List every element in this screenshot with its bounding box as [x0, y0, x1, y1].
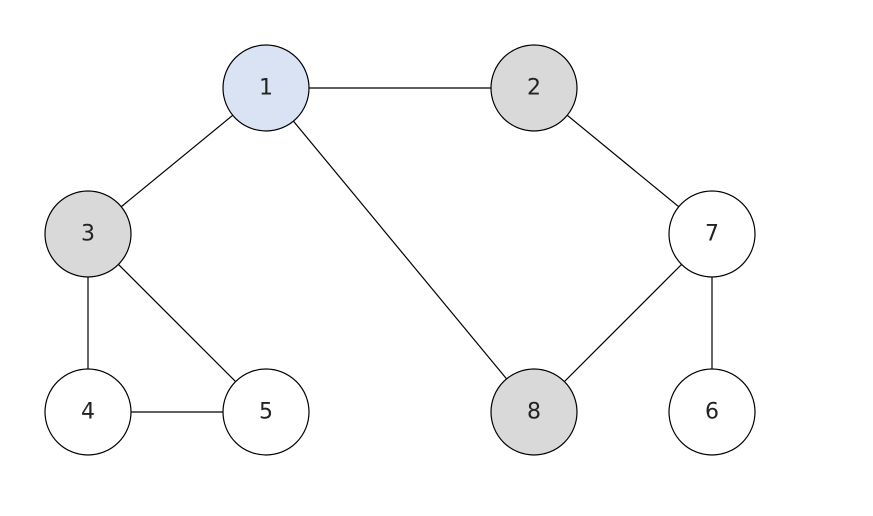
node-circle-4: [44, 368, 132, 456]
node-label-6: 6: [705, 400, 719, 425]
node-circle-2: [490, 44, 578, 132]
node-1: 1: [222, 44, 310, 132]
node-circle-5: [222, 368, 310, 456]
node-circle-6: [668, 368, 756, 456]
node-label-8: 8: [527, 400, 541, 425]
node-label-3: 3: [81, 222, 95, 247]
edges-layer: [87, 87, 713, 413]
node-5: 5: [222, 368, 310, 456]
node-circle-3: [44, 190, 132, 278]
node-circle-7: [668, 190, 756, 278]
node-label-1: 1: [259, 76, 273, 101]
node-2: 2: [490, 44, 578, 132]
node-4: 4: [44, 368, 132, 456]
node-7: 7: [668, 190, 756, 278]
edge-1-8: [265, 87, 535, 413]
node-8: 8: [490, 368, 578, 456]
node-circle-1: [222, 44, 310, 132]
node-label-4: 4: [81, 400, 95, 425]
node-3: 3: [44, 190, 132, 278]
nodes-layer: 1 2 3 4 5 6 7 8: [44, 44, 756, 456]
node-label-7: 7: [705, 222, 719, 247]
node-label-5: 5: [259, 400, 273, 425]
node-6: 6: [668, 368, 756, 456]
node-label-2: 2: [527, 76, 541, 101]
node-circle-8: [490, 368, 578, 456]
